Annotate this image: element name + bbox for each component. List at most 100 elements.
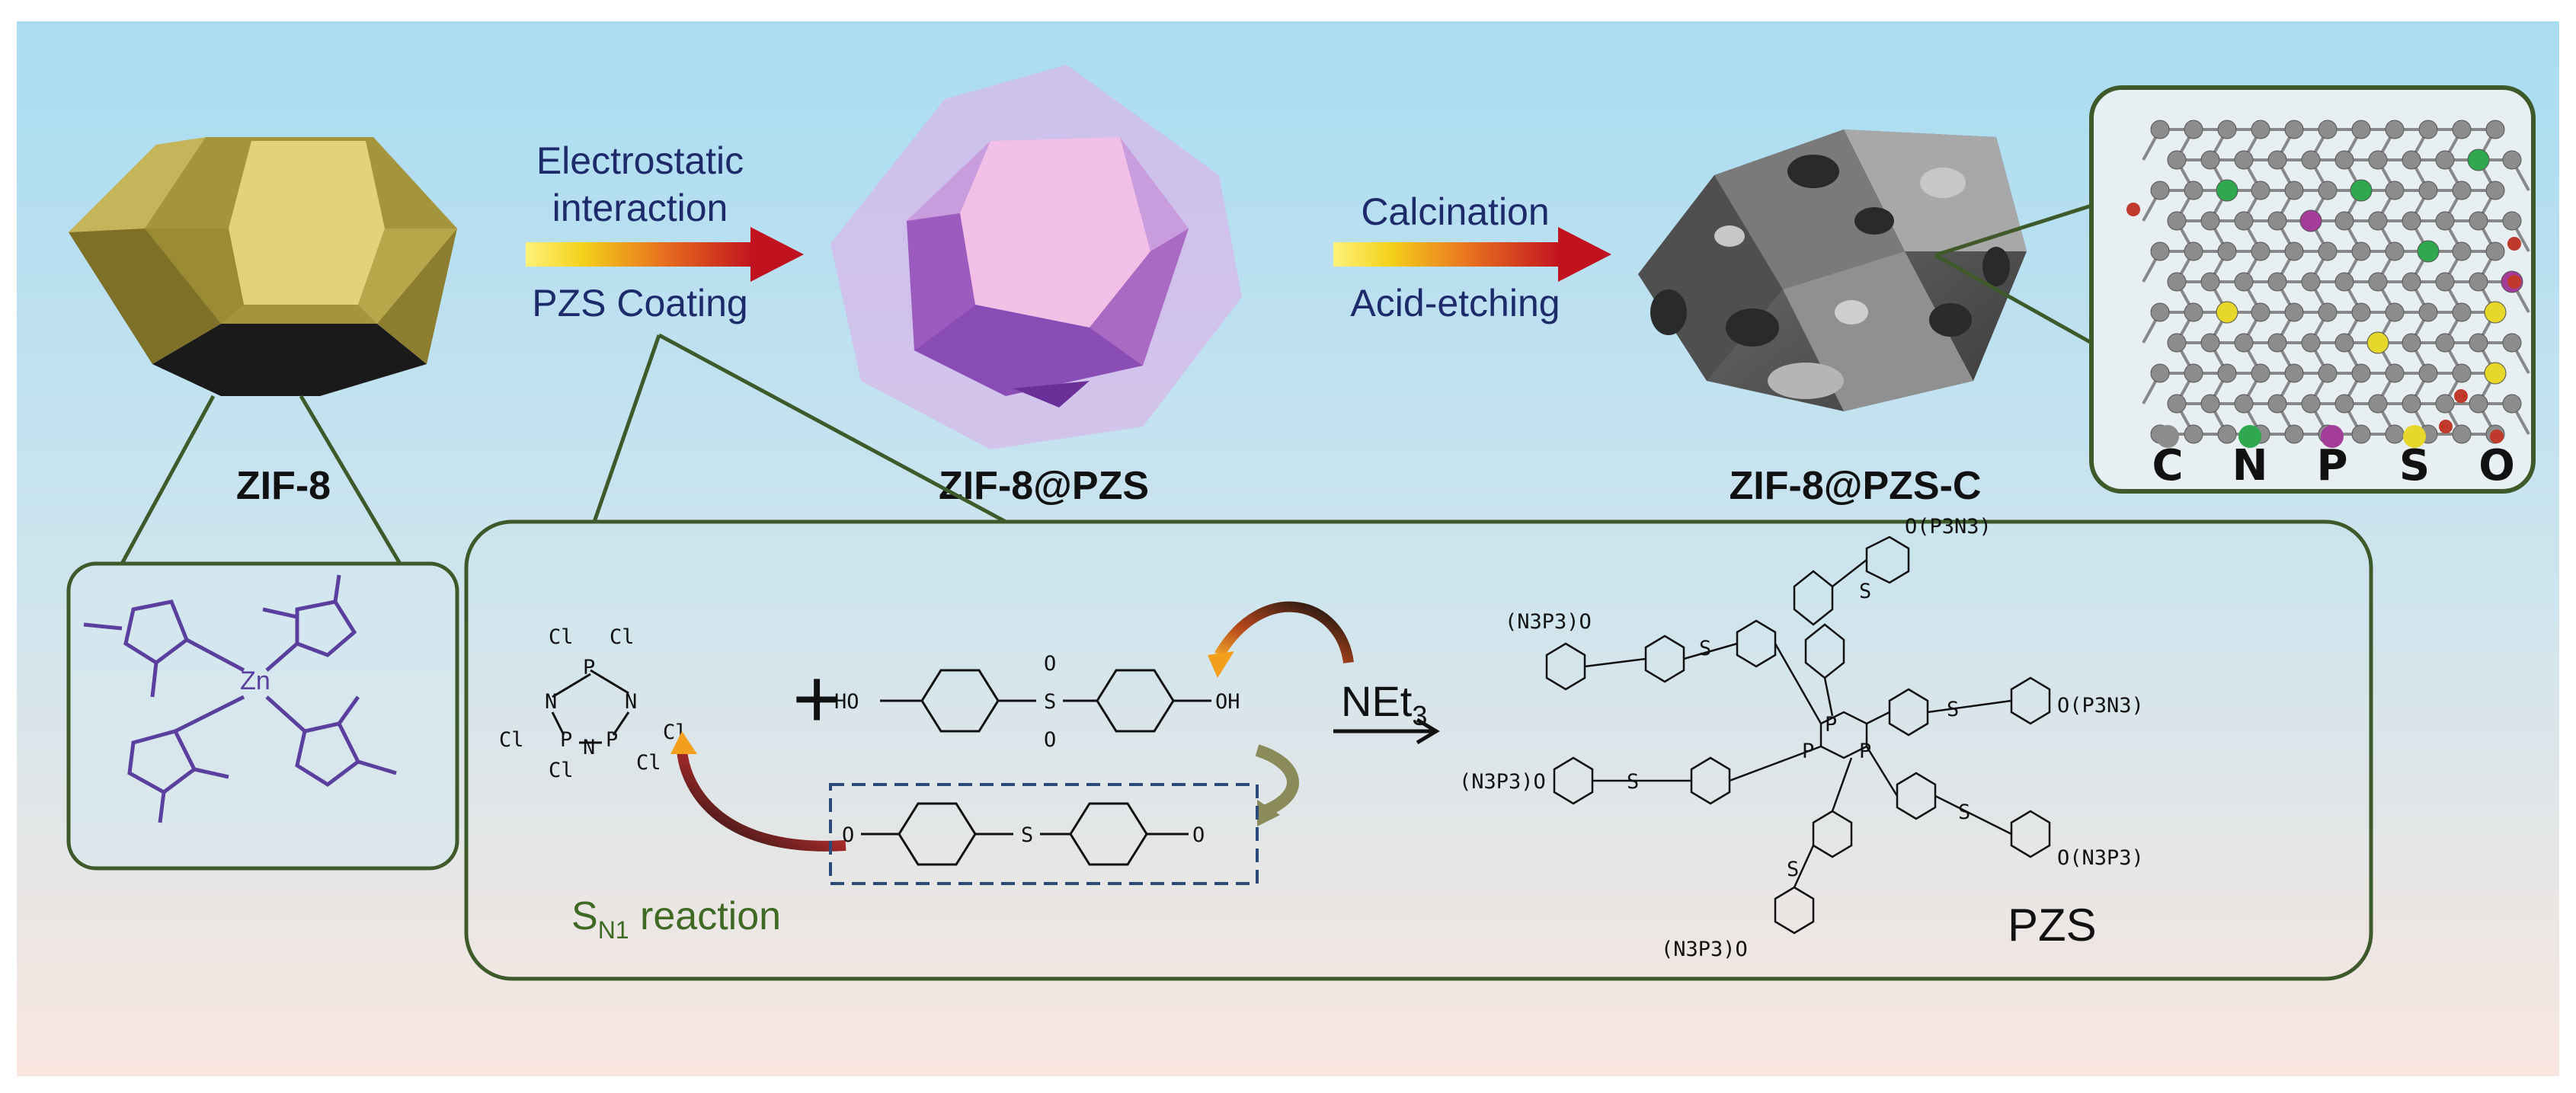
oh-group: OH <box>1215 690 1240 714</box>
legend-label-s: S <box>2399 441 2430 491</box>
lattice-atom-c <box>2200 211 2220 231</box>
hexachlorocyclotriphosphazene <box>551 669 630 744</box>
lattice-atom-c <box>2435 272 2455 292</box>
lattice-atom-c <box>2184 241 2203 261</box>
lattice-atom-c <box>2150 302 2170 322</box>
p-left: P <box>560 728 572 752</box>
legend-label-n: N <box>2232 441 2268 491</box>
zoom-line-right <box>299 395 402 565</box>
cl-bottom-left: Cl <box>549 759 574 782</box>
reaction-panel <box>464 519 2373 981</box>
lattice-atom-c <box>2385 181 2405 200</box>
arm-s-bottom: S <box>1787 858 1799 881</box>
zif8-label: ZIF-8 <box>236 464 331 508</box>
lattice-atom-c <box>2284 241 2304 261</box>
reaction-arrow <box>1333 717 1440 745</box>
sulfonyl-o-top: O <box>1044 652 1056 676</box>
lattice-atom-c <box>2351 120 2371 139</box>
step1-label-line3: PZS Coating <box>532 282 747 324</box>
zoom-line-pzs-left <box>592 334 661 523</box>
lattice-atom-c <box>2418 302 2438 322</box>
lattice-atom-c <box>2234 333 2254 353</box>
lattice-atom-c <box>2385 302 2405 322</box>
lattice-atom-c <box>2184 302 2203 322</box>
zif8-pzs-crystal <box>830 65 1242 449</box>
bisphenol-s <box>880 669 1211 733</box>
zn-center-label: Zn <box>240 666 270 695</box>
zif8-pzs-c-label: ZIF-8@PZS-C <box>1730 464 1982 508</box>
lattice-atom-c <box>2217 241 2237 261</box>
lattice-atom-c <box>2184 424 2203 444</box>
arm-s-left: S <box>1627 770 1639 794</box>
legend-swatch-o <box>2490 430 2504 443</box>
lattice-atom-o <box>2126 203 2140 216</box>
pzs-product-structure: P P P S S S S S S O(P3N3) (N3P3)O (N3P3)… <box>1459 515 2144 961</box>
zoom-line-pzs-right <box>658 333 1007 524</box>
lattice-atom-c <box>2452 181 2472 200</box>
legend-swatch-n <box>2238 425 2261 448</box>
lattice-atom-c <box>2452 363 2472 383</box>
end-group-bottom: (N3P3)O <box>1661 938 1748 961</box>
n-bottom: N <box>583 736 595 759</box>
cl-top-left: Cl <box>549 625 574 649</box>
lattice-atom-c <box>2334 150 2354 170</box>
lattice-atom-c <box>2150 120 2170 139</box>
zif8-pzs-c-carbon-body <box>1638 129 2027 411</box>
step2-label-line1: Calcination <box>1361 190 1549 233</box>
legend-swatch-p <box>2321 425 2344 448</box>
lattice-atom-n <box>2467 149 2490 171</box>
lattice-atom-c <box>2502 394 2522 414</box>
lattice-atom-n <box>2216 179 2238 202</box>
zif8-pzs-label: ZIF-8@PZS <box>939 464 1149 508</box>
lattice-atom-c <box>2217 120 2237 139</box>
step1-label-line1: Electrostatic <box>536 139 744 182</box>
lattice-atom-c <box>2167 150 2187 170</box>
lattice-atom-c <box>2267 394 2287 414</box>
legend-label-c: C <box>2152 441 2183 491</box>
lattice-atom-c <box>2184 181 2203 200</box>
lattice-atom-c <box>2368 150 2388 170</box>
lattice-atom-c <box>2351 424 2371 444</box>
lattice-atom-c <box>2217 424 2237 444</box>
lattice-atom-c <box>2251 120 2270 139</box>
legend-label-p: P <box>2316 441 2347 491</box>
lattice-atom-c <box>2284 120 2304 139</box>
step2-label-line2: Acid-etching <box>1350 282 1560 324</box>
lattice-atom-n <box>2350 179 2373 202</box>
p-top: P <box>583 656 595 679</box>
phenoxide-o-left: O <box>842 823 854 847</box>
lattice-atom-c <box>2251 363 2270 383</box>
lattice-atom-c <box>2502 333 2522 353</box>
lattice-atom-c <box>2452 424 2472 444</box>
lattice-atom-c <box>2301 333 2321 353</box>
lattice-atom-c <box>2267 333 2287 353</box>
phenoxide-dashed-box <box>829 783 1259 885</box>
lattice-atom-c <box>2435 211 2455 231</box>
lattice-atom-c <box>2368 394 2388 414</box>
lattice-atom-s <box>2216 301 2238 324</box>
lattice-atom-c <box>2284 181 2304 200</box>
lattice-atom-c <box>2150 241 2170 261</box>
lattice-atom-c <box>2234 394 2254 414</box>
lattice-atom-c <box>2485 120 2505 139</box>
lattice-atom-c <box>2351 302 2371 322</box>
lattice-atom-s <box>2484 362 2507 385</box>
lattice-atom-c <box>2301 150 2321 170</box>
lattice-atom-c <box>2167 272 2187 292</box>
lattice-atom-c <box>2318 363 2338 383</box>
lattice-atom-c <box>2334 211 2354 231</box>
lattice-atom-c <box>2284 363 2304 383</box>
core-p-right: P <box>1859 740 1871 763</box>
lattice-atom-c <box>2385 120 2405 139</box>
sulfur-center: S <box>1044 690 1056 714</box>
nucleophile-curved-arrow <box>1214 601 1354 664</box>
lattice-atom-c <box>2435 394 2455 414</box>
reagent-label: NEt3 <box>1341 677 1427 731</box>
lattice-atom-c <box>2267 272 2287 292</box>
lattice-atom-o <box>2507 237 2521 251</box>
cl-bottom-right: Cl <box>636 751 661 775</box>
lattice-atom-c <box>2368 211 2388 231</box>
zoom-line-carbon-lower <box>1934 253 2093 345</box>
lattice-atom-c <box>2334 333 2354 353</box>
end-group-right: O(P3N3) <box>2057 694 2144 717</box>
